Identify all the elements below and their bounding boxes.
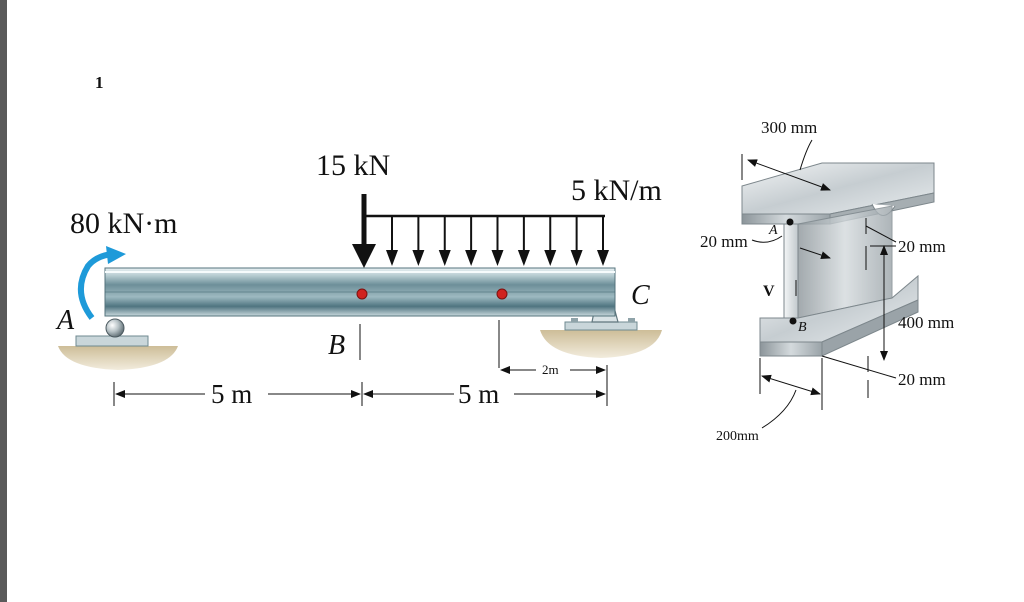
section-point-marker	[496, 288, 508, 300]
support-plate-a	[75, 335, 149, 347]
ground-support-c	[540, 330, 662, 358]
distributed-load-arrowhead-icon	[570, 250, 583, 266]
distributed-load-arrowhead-icon	[386, 250, 398, 266]
distributed-load-arrowhead-icon	[412, 250, 425, 266]
leader-20-bottom	[821, 355, 897, 379]
point-load-arrowhead-icon	[352, 244, 376, 268]
distributed-load-arrowhead-icon	[438, 250, 451, 266]
bottom-flange-thickness-label: 20 mm	[898, 370, 946, 389]
leader-20-top	[865, 225, 897, 243]
web-face	[783, 223, 799, 319]
web-thickness-label: 20 mm	[700, 232, 748, 251]
leader-200	[761, 389, 797, 429]
point-load-label: 15 kN	[316, 149, 391, 182]
point-b-label: B	[328, 330, 346, 361]
problem-number: 1	[95, 73, 104, 92]
shear-force-label: V	[763, 283, 775, 300]
distributed-load-label: 5 kN/m	[571, 174, 662, 207]
span-ab-label: 5 m	[211, 379, 253, 409]
flange-width-bottom-label: 200mm	[716, 429, 759, 444]
dim-web	[799, 247, 831, 259]
distributed-load-arrowhead-icon	[491, 250, 504, 266]
ground-support-a	[58, 346, 178, 370]
dim-line-200	[761, 374, 821, 396]
distributed-load-arrowhead-icon	[517, 250, 530, 266]
section-point-b-label: B	[798, 320, 807, 335]
top-flange-thickness-label: 20 mm	[898, 237, 946, 256]
bolt-icon	[628, 318, 635, 322]
dim-line-300	[747, 159, 831, 191]
flange-width-top-label: 300 mm	[761, 118, 818, 137]
section-point-a-label: A	[769, 223, 778, 238]
point-c-label: C	[631, 280, 650, 311]
distributed-load-arrowhead-icon	[544, 250, 557, 266]
roller-a	[105, 318, 125, 338]
distributed-load-arrowhead-icon	[597, 250, 609, 266]
window-left-edge	[0, 0, 7, 602]
section-point-marker	[356, 288, 368, 300]
distributed-load-arrowhead-icon	[465, 250, 478, 266]
span-bc-label: 5 m	[458, 379, 500, 409]
leader-web-thickness	[751, 235, 783, 243]
leader-300	[799, 139, 813, 171]
point-a-label: A	[57, 305, 75, 336]
moment-arrow-icon	[78, 251, 113, 320]
sub-dimension-label: 2m	[542, 362, 559, 377]
moment-arrowhead-icon	[106, 246, 126, 264]
section-point-a	[786, 218, 794, 226]
distributed-load-arrows	[386, 216, 609, 266]
support-plate-c	[564, 321, 638, 331]
moment-label: 80 kN·m	[70, 207, 178, 240]
web-height-label: 400 mm	[898, 313, 955, 332]
section-point-b	[789, 317, 797, 325]
bolt-icon	[571, 318, 578, 322]
bottom-flange-front	[759, 341, 823, 357]
